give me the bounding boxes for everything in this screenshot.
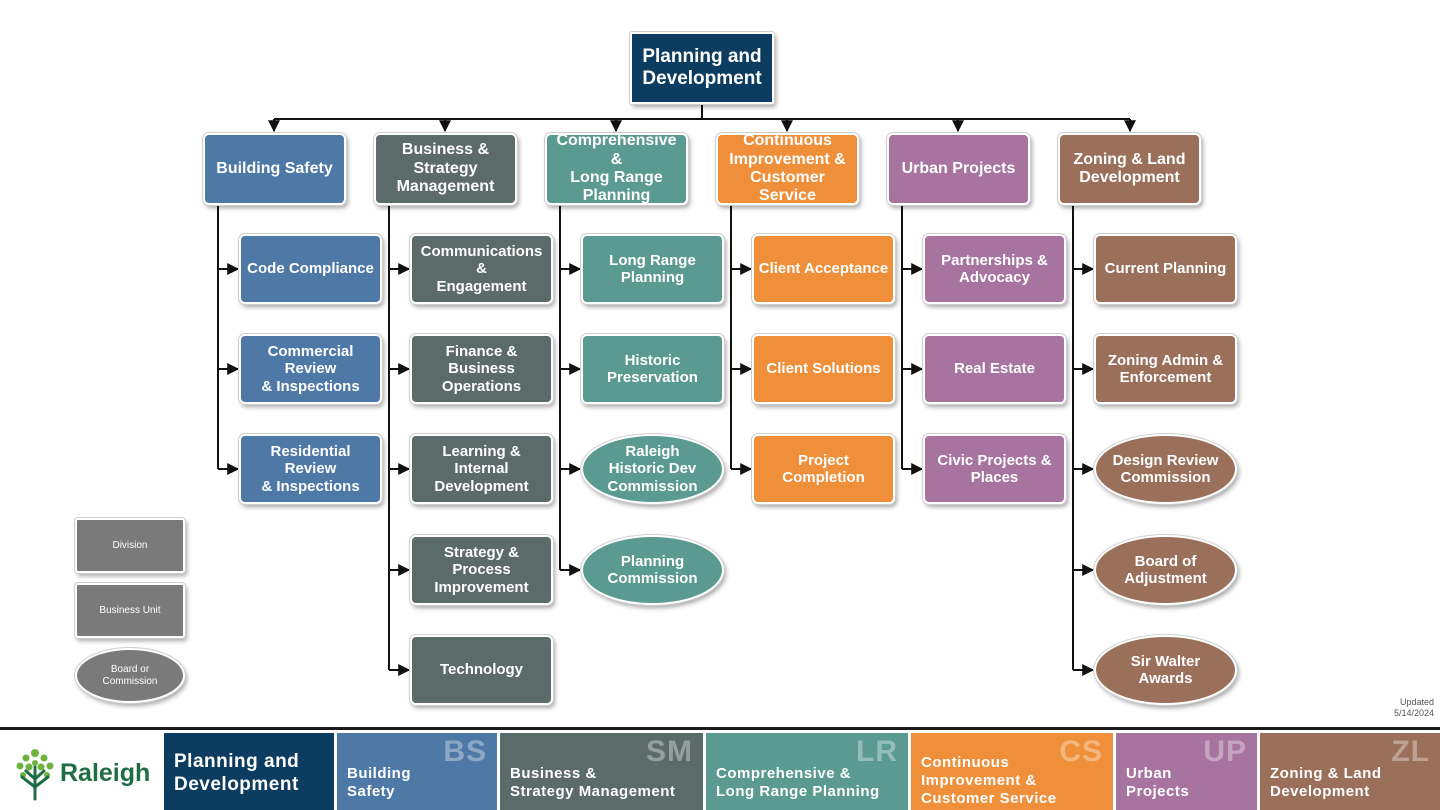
footer-title: Planning and Development <box>174 751 300 796</box>
board-raleigh-historic-dev-commission: Raleigh Historic Dev Commission <box>581 434 724 504</box>
footer-tile-building-safety: BS Building Safety <box>337 733 497 810</box>
footer-tile-long-range: LR Comprehensive & Long Range Planning <box>706 733 908 810</box>
division-building-safety: Building Safety <box>203 133 346 205</box>
footer-tile-urban-projects: UP Urban Projects <box>1116 733 1257 810</box>
footer-abbr: BS <box>443 735 487 768</box>
unit-partnerships-advocacy: Partnerships & Advocacy <box>923 234 1066 304</box>
unit-long-range-planning: Long Range Planning <box>581 234 724 304</box>
footer-bar: Raleigh Planning and Development BS Buil… <box>0 727 1440 810</box>
division-comprehensive-long-range-planning: Comprehensive & Long Range Planning <box>545 132 688 205</box>
unit-code-compliance: Code Compliance <box>239 234 382 304</box>
legend-business-unit: Business Unit <box>75 583 185 638</box>
footer-name: Zoning & Land Development <box>1270 765 1382 800</box>
footer-name: Comprehensive & Long Range Planning <box>716 765 880 800</box>
board-design-review-commission: Design Review Commission <box>1094 434 1237 504</box>
footer-abbr: UP <box>1203 735 1247 768</box>
footer-abbr: CS <box>1059 735 1103 768</box>
unit-client-solutions: Client Solutions <box>752 334 895 404</box>
board-sir-walter-awards: Sir Walter Awards <box>1094 635 1237 705</box>
division-business-strategy-management: Business & Strategy Management <box>374 133 517 205</box>
unit-residential-review-inspections: Residential Review & Inspections <box>239 434 382 504</box>
unit-client-acceptance: Client Acceptance <box>752 234 895 304</box>
unit-current-planning: Current Planning <box>1094 234 1237 304</box>
unit-finance-business-operations: Finance & Business Operations <box>410 334 553 404</box>
updated-date: Updated 5/14/2024 <box>1393 697 1434 719</box>
legend-board-or-commission: Board or Commission <box>75 648 185 703</box>
legend-division: Division <box>75 518 185 573</box>
footer-abbr: ZL <box>1391 735 1430 768</box>
footer-tile-customer-service: CS Continuous Improvement & Customer Ser… <box>911 733 1113 810</box>
footer-abbr: LR <box>856 735 898 768</box>
board-board-of-adjustment: Board of Adjustment <box>1094 535 1237 605</box>
node-planning-development: Planning and Development <box>630 32 774 104</box>
footer-title-tile: Planning and Development <box>164 733 334 810</box>
raleigh-logo: Raleigh <box>0 733 163 810</box>
unit-technology: Technology <box>410 635 553 705</box>
division-urban-projects: Urban Projects <box>887 133 1030 205</box>
division-zoning-land-development: Zoning & Land Development <box>1058 133 1201 205</box>
unit-learning-internal-development: Learning & Internal Development <box>410 434 553 504</box>
unit-strategy-process-improvement: Strategy & Process Improvement <box>410 535 553 605</box>
unit-historic-preservation: Historic Preservation <box>581 334 724 404</box>
logo-text: Raleigh <box>60 759 151 787</box>
unit-communications-engagement: Communications & Engagement <box>410 234 553 304</box>
unit-real-estate: Real Estate <box>923 334 1066 404</box>
footer-abbr: SM <box>646 735 693 768</box>
division-continuous-improvement-customer-service: Continuous Improvement & Customer Servic… <box>716 132 859 205</box>
footer-name: Urban Projects <box>1126 765 1190 800</box>
footer-name: Building Safety <box>347 765 411 800</box>
footer-tile-business-strategy: SM Business & Strategy Management <box>500 733 703 810</box>
footer-name: Continuous Improvement & Customer Servic… <box>921 754 1057 807</box>
footer-tile-zoning-land: ZL Zoning & Land Development <box>1260 733 1440 810</box>
oak-tree-icon <box>16 749 54 801</box>
unit-civic-projects-places: Civic Projects & Places <box>923 434 1066 504</box>
unit-project-completion: Project Completion <box>752 434 895 504</box>
unit-zoning-admin-enforcement: Zoning Admin & Enforcement <box>1094 334 1237 404</box>
footer-name: Business & Strategy Management <box>510 765 676 800</box>
board-planning-commission: Planning Commission <box>581 535 724 605</box>
unit-commercial-review-inspections: Commercial Review & Inspections <box>239 334 382 404</box>
